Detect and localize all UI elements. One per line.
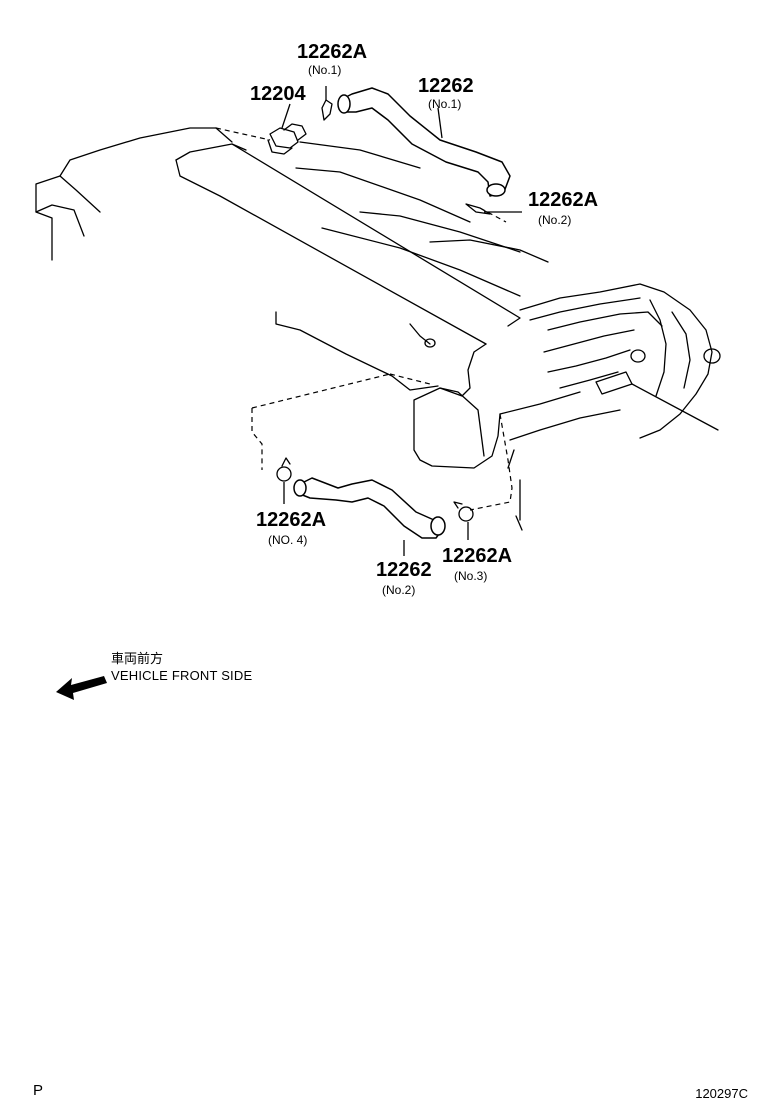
engine-outline [35,127,721,531]
part-number: 12262 [376,559,432,581]
footer-diagram-code: 120297C [695,1086,748,1101]
part-sub-label: (NO. 4) [268,533,307,547]
clip-no2 [465,203,491,215]
part-number: 12204 [250,83,306,105]
clip-no3 [453,501,474,522]
part-number: 12262A [442,545,512,567]
part-sub-label: (No.2) [538,213,571,227]
leader-lines [281,103,522,556]
callout-12262a-no3: 12262A (No.3) [442,545,512,583]
part-number: 12262A [256,509,326,531]
hose-no2 [293,477,446,539]
callout-12262-no1: 12262 (No.1) [418,75,474,111]
vehicle-front-indicator: 車両前方 VEHICLE FRONT SIDE [52,648,312,704]
clip-no4 [276,457,292,482]
part-sub-label: (No.2) [382,583,415,597]
callout-12262a-no1: 12262A (No.1) [297,41,367,77]
callout-12262-no2: 12262 (No.2) [376,559,432,597]
routing-dashes [251,207,513,511]
part-number: 12262A [297,41,367,63]
part-number: 12262 [418,75,474,97]
part-number: 12262A [528,189,598,211]
footer-left-code: P [33,1082,44,1099]
part-sub-label: (No.3) [454,569,487,583]
hose-no1 [337,87,511,197]
front-label-japanese: 車両前方 [111,652,164,667]
pcv-valve [267,123,307,155]
callout-12262a-no2: 12262A (No.2) [528,189,598,227]
part-sub-label: (No.1) [308,63,341,77]
part-sub-label: (No.1) [428,97,461,111]
clip-no1 [321,86,333,121]
left-arrow-icon [56,676,107,700]
callout-12262a-no4: 12262A (NO. 4) [256,509,326,547]
callout-12204: 12204 [250,83,306,105]
front-label-english: VEHICLE FRONT SIDE [111,668,253,683]
